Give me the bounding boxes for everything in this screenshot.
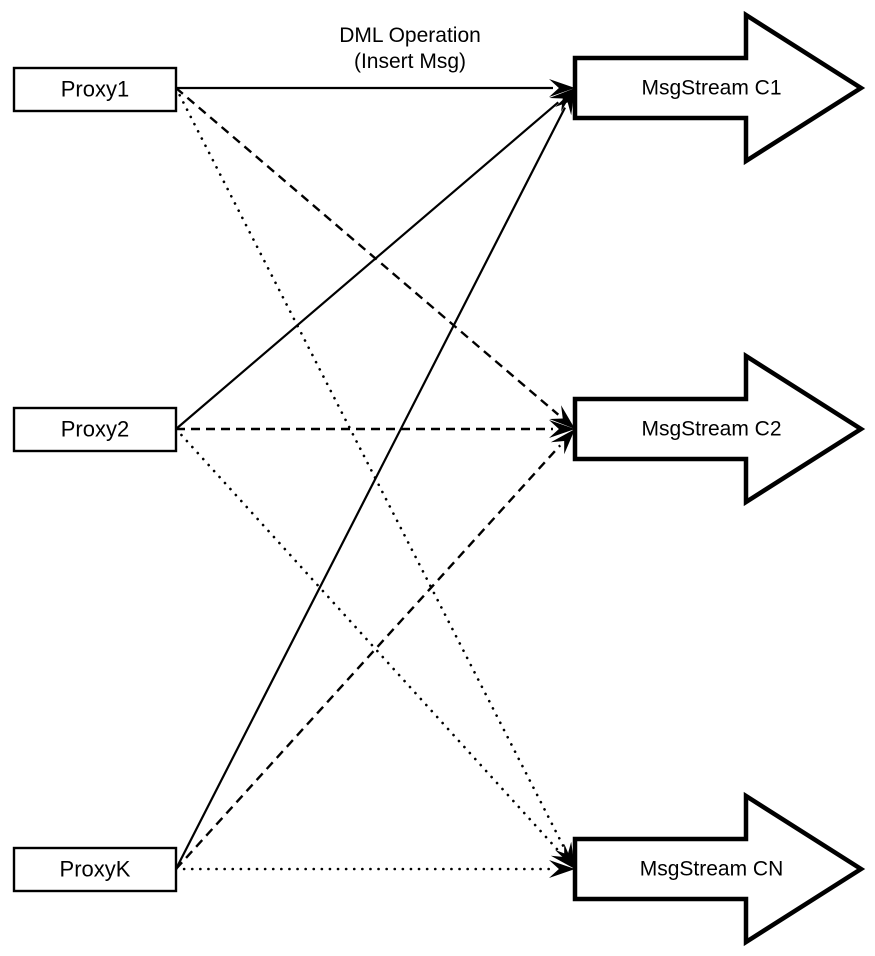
proxy-label-proxyK: ProxyK — [60, 856, 131, 881]
links-layer — [174, 86, 567, 871]
stream-node-stream-c1[interactable]: MsgStream C1 — [572, 10, 866, 166]
proxy-box-proxyK[interactable] — [12, 846, 178, 893]
edge-label-dml-operation: DML Operation (Insert Msg) — [339, 24, 481, 73]
proxy-node-proxyK[interactable]: ProxyK — [12, 846, 178, 893]
arrowhead-proxy2-to-c1 — [549, 88, 575, 112]
arrowhead-proxy2-to-cn — [550, 843, 575, 869]
stream-label-stream-c2: MsgStream C2 — [641, 418, 781, 441]
stream-node-stream-cn[interactable]: MsgStream CN — [572, 791, 866, 947]
stream-label-stream-c1: MsgStream C1 — [641, 77, 781, 100]
link-proxy1-to-c2 — [175, 87, 560, 416]
arrowhead-proxyK-to-c1 — [555, 88, 575, 116]
arrowhead-proxy2-to-c2 — [549, 420, 575, 438]
proxy-box-proxy2[interactable] — [12, 406, 178, 453]
link-proxy2-to-c1 — [175, 101, 559, 430]
stream-arrow-shape-stream-c1[interactable] — [572, 10, 866, 166]
link-proxyK-to-c1 — [175, 107, 566, 870]
link-proxyK-to-c2 — [175, 444, 562, 870]
link-proxy1-to-cn — [174, 86, 567, 851]
arrowhead-proxyK-to-cn — [549, 860, 575, 878]
edge-label-line-2: (Insert Msg) — [354, 50, 466, 73]
proxy-node-proxy1[interactable]: Proxy1 — [12, 66, 178, 113]
streams-layer: MsgStream C1 MsgStream C2 MsgStream CN — [572, 10, 866, 947]
proxy-label-proxy1: Proxy1 — [61, 76, 129, 101]
arrowhead-proxyK-to-c2 — [550, 429, 575, 455]
stream-arrow-shape-stream-cn[interactable] — [572, 791, 866, 947]
arrowheads-layer — [549, 79, 575, 878]
arrowhead-proxy1-to-c1 — [549, 79, 575, 97]
proxy-label-proxy2: Proxy2 — [61, 416, 129, 441]
edge-label-line-1: DML Operation — [339, 24, 481, 47]
proxy-box-proxy1[interactable] — [12, 66, 178, 113]
link-proxy2-to-cn — [174, 427, 562, 855]
stream-arrow-shape-stream-c2[interactable] — [572, 351, 866, 507]
stream-label-stream-cn: MsgStream CN — [640, 858, 784, 881]
stream-node-stream-c2[interactable]: MsgStream C2 — [572, 351, 866, 507]
arrowhead-proxy1-to-c2 — [549, 405, 575, 429]
proxy-node-proxy2[interactable]: Proxy2 — [12, 406, 178, 453]
